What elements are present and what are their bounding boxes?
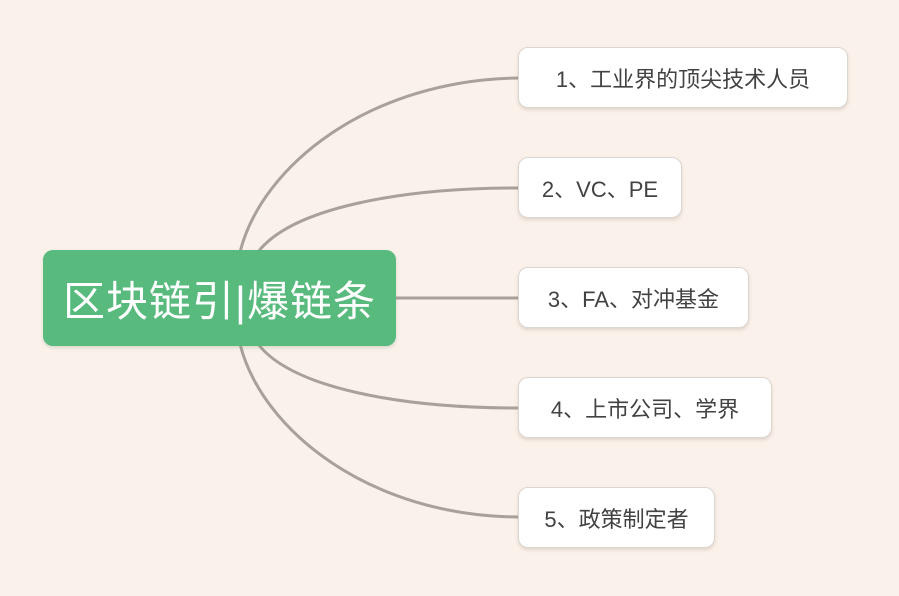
child-node-3-label: 3、FA、对冲基金 (547, 286, 720, 312)
connector-branch-1 (238, 76, 520, 254)
child-node-5[interactable]: 5、政策制定者 (518, 487, 715, 548)
root-node[interactable]: 区块链引|爆链条 (43, 250, 396, 346)
child-node-1[interactable]: 1、工业界的顶尖技术人员 (518, 47, 848, 108)
child-node-5-label: 5、政策制定者 (544, 506, 689, 532)
child-node-3[interactable]: 3、FA、对冲基金 (518, 267, 749, 328)
connector-branch-4 (256, 342, 520, 410)
child-node-2-label: 2、VC、PE (541, 176, 659, 202)
child-node-2[interactable]: 2、VC、PE (518, 157, 682, 218)
child-node-4-label: 4、上市公司、学界 (550, 396, 740, 422)
child-node-4[interactable]: 4、上市公司、学界 (518, 377, 772, 438)
child-node-1-label: 1、工业界的顶尖技术人员 (555, 66, 811, 92)
connector-branch-5 (238, 342, 520, 519)
connector-branch-2 (256, 186, 520, 254)
root-node-label: 区块链引|爆链条 (63, 277, 376, 325)
